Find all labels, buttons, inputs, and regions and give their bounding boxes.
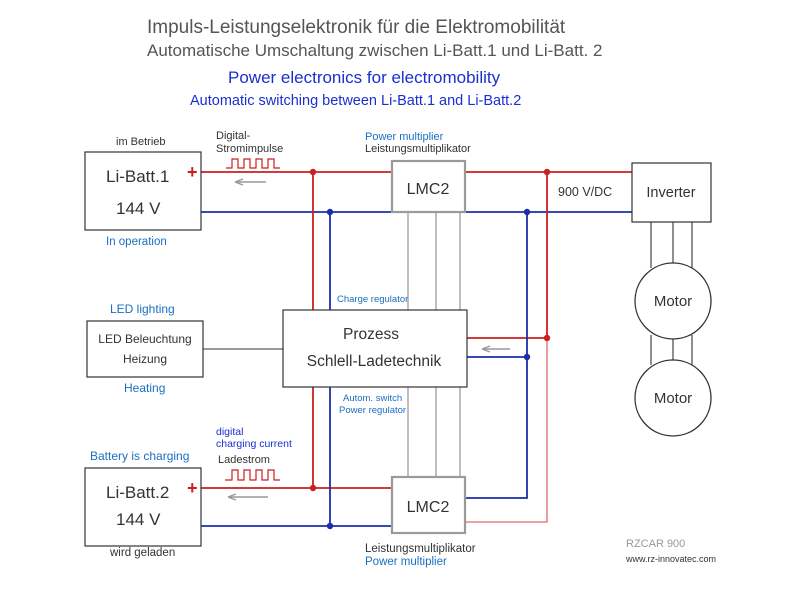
led-line-2: Heizung (123, 352, 167, 366)
lmc-top-box (390, 159, 467, 214)
pulse-bottom-label-3: Ladestrom (218, 454, 270, 466)
motor-1-circle (634, 262, 712, 340)
pulse-top-label-2: Stromimpulse (216, 143, 283, 155)
junction-dot (523, 208, 531, 216)
arrow-left-icon (227, 493, 268, 501)
junction-dots (309, 168, 551, 530)
lmc-bottom-label: LMC2 (407, 499, 450, 516)
junction-dot (326, 208, 334, 216)
battery1-voltage: 144 V (116, 199, 161, 218)
bus-voltage-label: 900 V/DC (558, 185, 612, 199)
title-line-1: Impuls-Leistungselektronik für die Elekt… (147, 17, 566, 38)
right-positive-return (467, 172, 548, 339)
website-credit: www.rz-innovatec.com (625, 554, 716, 564)
junction-dot (309, 484, 317, 492)
title-line-3: Power electronics for electromobility (228, 68, 501, 87)
motor-2-label: Motor (654, 390, 692, 407)
pulse-bottom-waveform (225, 469, 280, 481)
battery1-name: Li-Batt.1 (106, 167, 169, 186)
lmc-bottom-positive-return (464, 338, 548, 523)
battery2-voltage: 144 V (116, 510, 161, 529)
title-line-2: Automatische Umschaltung zwischen Li-Bat… (147, 41, 602, 60)
model-credit: RZCAR 900 (626, 538, 685, 550)
junction-dot (326, 522, 334, 530)
junction-dot (523, 353, 531, 361)
battery2-status-de: wird geladen (109, 547, 175, 559)
battery1-status-de: im Betrieb (116, 136, 166, 148)
lmc-top-label: LMC2 (407, 181, 450, 198)
pulse-bottom-label-2: charging current (216, 438, 292, 450)
battery2-box (84, 467, 202, 547)
battery1-status-en: In operation (106, 236, 167, 248)
process-line-1: Prozess (343, 326, 399, 343)
lmc-bottom-caption-de: Leistungsmultiplikator (365, 543, 476, 555)
led-caption-en-bottom: Heating (124, 381, 165, 395)
power-regulator-label: Power regulator (339, 405, 406, 416)
pulse-top-waveform (226, 158, 280, 169)
battery2-plus: + (187, 478, 198, 498)
lmc-top-caption-de: Leistungsmultiplikator (365, 143, 471, 155)
pulse-bottom-label-1: digital (216, 426, 243, 438)
junction-dot (309, 168, 317, 176)
lmc-bottom-caption-en: Power multiplier (365, 556, 447, 568)
battery2-name: Li-Batt.2 (106, 483, 169, 502)
process-line-2: Schlell-Ladetechnik (307, 353, 442, 370)
lmc-bottom-negative-return (465, 357, 528, 499)
inverter-label: Inverter (646, 185, 695, 201)
lmc-top-caption-en: Power multiplier (365, 131, 444, 143)
autom-switch-label: Autom. switch (343, 393, 402, 404)
junction-dot (543, 168, 551, 176)
pulse-top-label-1: Digital- (216, 130, 251, 142)
right-negative-return (467, 212, 528, 358)
inverter-box (631, 162, 712, 223)
led-caption-en-top: LED lighting (110, 302, 175, 316)
arrow-left-icon (481, 345, 510, 353)
lmc-bottom-box (390, 475, 467, 535)
process-box (282, 309, 468, 388)
charge-regulator-label: Charge regulator (337, 294, 408, 305)
motor-1-label: Motor (654, 293, 692, 310)
title-line-4: Automatic switching between Li-Batt.1 an… (190, 93, 521, 109)
led-box (86, 320, 204, 378)
arrow-left-icon (234, 178, 266, 186)
battery2-status-en: Battery is charging (90, 449, 189, 463)
battery1-plus: + (187, 162, 198, 182)
motor-2-circle (634, 359, 712, 437)
led-line-1: LED Beleuchtung (98, 332, 191, 346)
junction-dot (543, 334, 551, 342)
battery1-box (84, 151, 202, 231)
